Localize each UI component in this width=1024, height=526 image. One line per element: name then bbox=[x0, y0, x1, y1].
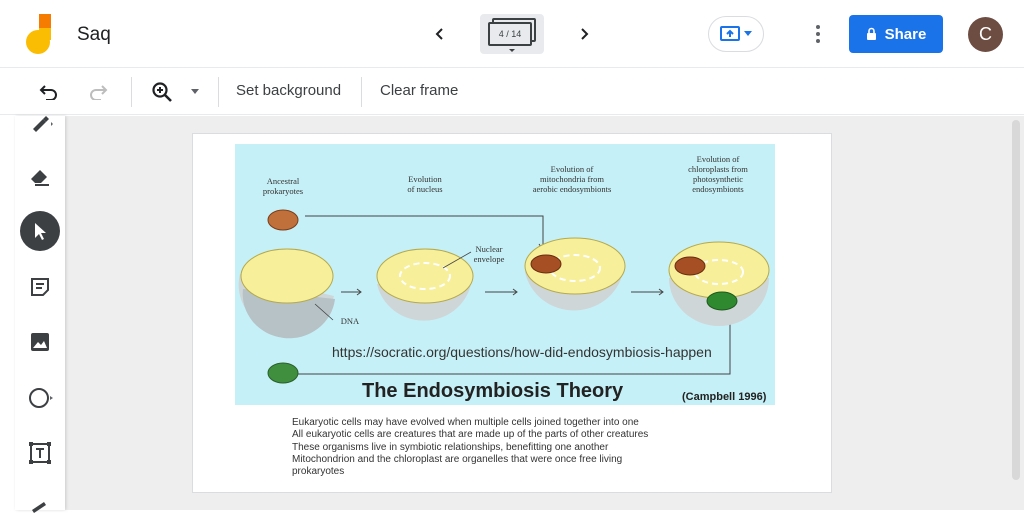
diagram-title: The Endosymbiosis Theory bbox=[362, 380, 624, 402]
label-mito-3: aerobic endosymbionts bbox=[533, 184, 612, 194]
tool-marker[interactable] bbox=[20, 102, 60, 142]
frame-counter: 4 / 14 bbox=[488, 22, 532, 46]
label-chloro-1: Evolution of bbox=[697, 154, 740, 164]
caret-down-icon bbox=[744, 31, 752, 36]
label-nuclear-envelope-2: envelope bbox=[474, 254, 505, 264]
caret-down-icon bbox=[509, 49, 515, 52]
toolbar-divider bbox=[361, 77, 362, 107]
redo-button[interactable] bbox=[87, 80, 111, 104]
text-box-icon bbox=[29, 442, 51, 464]
laser-icon bbox=[32, 502, 46, 513]
share-button[interactable]: Share bbox=[849, 15, 943, 53]
undo-icon bbox=[39, 85, 57, 100]
marker-icon bbox=[33, 116, 53, 132]
zoom-menu-button[interactable] bbox=[186, 80, 204, 104]
sticky-note-icon bbox=[31, 278, 49, 296]
jamboard-logo-icon bbox=[24, 14, 54, 54]
caption-line: Mitochondrion and the chloroplast are or… bbox=[292, 453, 623, 465]
label-dna: DNA bbox=[341, 316, 360, 326]
more-vert-icon bbox=[816, 25, 820, 43]
label-chloro-2: chloroplasts from bbox=[688, 164, 748, 174]
caption-line: prokaryotes bbox=[292, 466, 345, 478]
label-ancestral-2: prokaryotes bbox=[263, 186, 303, 196]
chevron-left-icon bbox=[435, 28, 443, 40]
caption-line: These organisms live in symbiotic relati… bbox=[292, 441, 609, 453]
tool-select[interactable] bbox=[20, 211, 60, 251]
redo-icon bbox=[90, 85, 108, 100]
image-icon bbox=[31, 333, 49, 351]
tool-sticky-note[interactable] bbox=[20, 267, 60, 307]
tool-sidebar bbox=[15, 116, 65, 513]
zoom-in-icon bbox=[152, 82, 172, 102]
label-chloro-4: endosymbionts bbox=[692, 184, 743, 194]
present-button[interactable] bbox=[708, 16, 764, 52]
account-avatar[interactable]: C bbox=[968, 17, 1003, 52]
label-mito-2: mitochondria from bbox=[540, 174, 604, 184]
vertical-scrollbar[interactable] bbox=[1012, 120, 1020, 480]
set-background-button[interactable]: Set background bbox=[236, 82, 342, 99]
tool-laser[interactable] bbox=[20, 486, 60, 526]
share-label: Share bbox=[884, 25, 927, 43]
clear-frame-button[interactable]: Clear frame bbox=[380, 82, 459, 99]
label-chloro-3: photosynthetic bbox=[693, 174, 743, 184]
tool-circle-shape[interactable] bbox=[20, 378, 60, 418]
edit-toolbar: Set background Clear frame bbox=[0, 69, 1024, 115]
tool-eraser[interactable] bbox=[20, 156, 60, 196]
eraser-icon bbox=[31, 170, 49, 186]
toolbar-divider bbox=[131, 77, 132, 107]
frame-bar-toggle[interactable]: 4 / 14 bbox=[480, 14, 544, 54]
label-nuclear-envelope-1: Nuclear bbox=[476, 244, 503, 254]
label-nucleus-2: of nucleus bbox=[407, 184, 442, 194]
label-ancestral-1: Ancestral bbox=[267, 176, 300, 186]
lock-icon bbox=[866, 27, 876, 40]
select-cursor-icon bbox=[35, 223, 46, 240]
tool-text-box[interactable] bbox=[20, 433, 60, 473]
caption-text-box[interactable]: Eukaryotic cells may have evolved when m… bbox=[292, 417, 712, 478]
citation: (Campbell 1996) bbox=[682, 391, 767, 403]
next-frame-button[interactable] bbox=[570, 20, 598, 48]
caption-line: Eukaryotic cells may have evolved when m… bbox=[292, 417, 639, 428]
chevron-right-icon bbox=[581, 28, 589, 40]
caret-down-icon bbox=[191, 89, 199, 94]
top-bar: Saq 4 / 14 Share C bbox=[0, 0, 1024, 68]
endosymbiosis-diagram-image[interactable]: Ancestral prokaryotes Evolution of nucle… bbox=[235, 144, 775, 405]
previous-frame-button[interactable] bbox=[426, 20, 454, 48]
source-url: https://socratic.org/questions/how-did-e… bbox=[332, 344, 712, 360]
zoom-button[interactable] bbox=[150, 80, 174, 104]
present-screen-icon bbox=[720, 26, 740, 41]
circle-shape-icon bbox=[29, 388, 53, 408]
label-nucleus-1: Evolution bbox=[408, 174, 442, 184]
tool-image[interactable] bbox=[20, 322, 60, 362]
more-options-button[interactable] bbox=[806, 22, 830, 46]
label-mito-1: Evolution of bbox=[551, 164, 594, 174]
document-title[interactable]: Saq bbox=[77, 24, 111, 45]
undo-button[interactable] bbox=[36, 80, 60, 104]
toolbar-divider bbox=[218, 77, 219, 107]
caption-line: All eukaryotic cells are creatures that … bbox=[292, 429, 649, 441]
